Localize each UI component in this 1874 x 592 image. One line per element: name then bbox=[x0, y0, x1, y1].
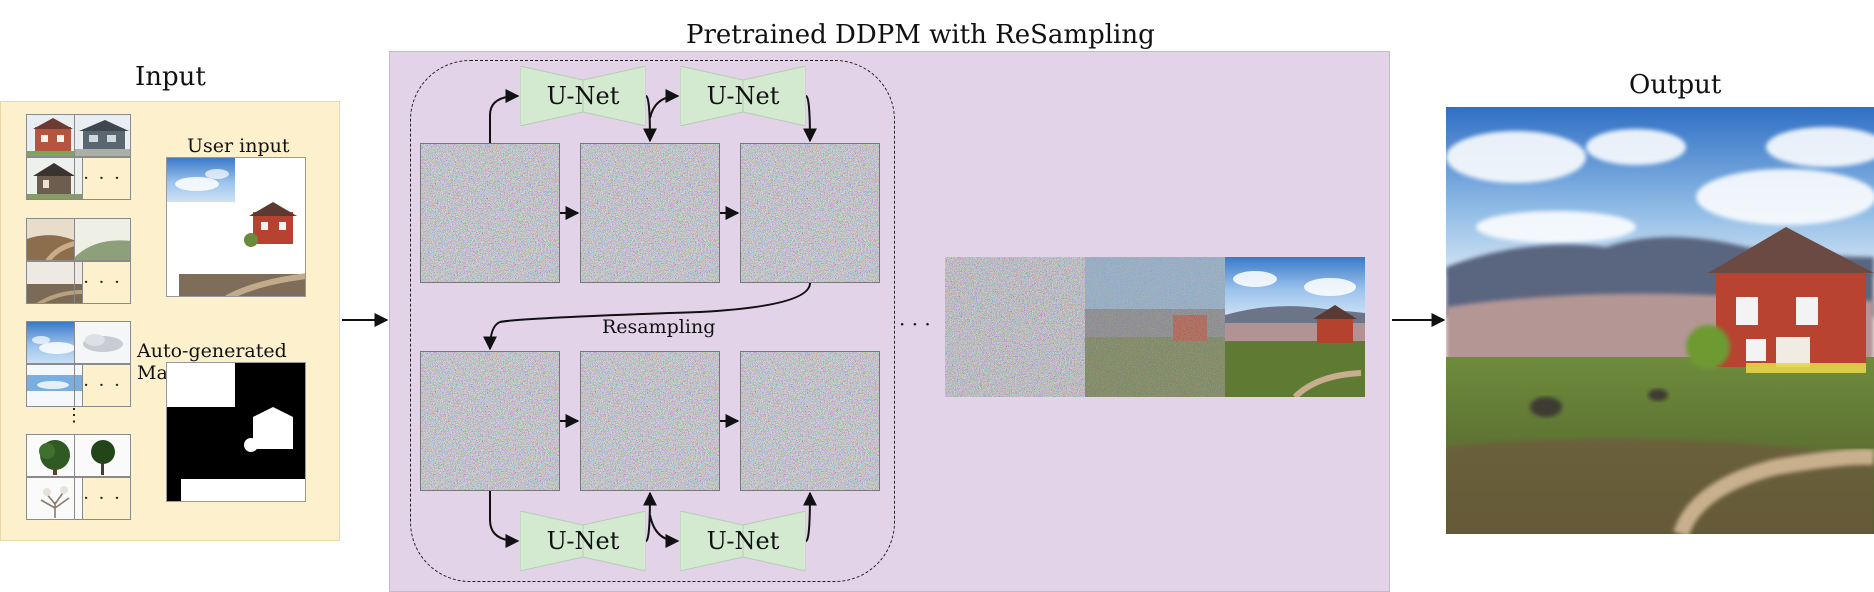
unet-top-1-label: U-Net bbox=[546, 82, 620, 110]
gallery-sky-more: · · · bbox=[74, 364, 131, 407]
unet-top-2-label: U-Net bbox=[706, 82, 780, 110]
arrow-unet1-to-tile2 bbox=[642, 95, 657, 143]
arrow-resampling bbox=[483, 282, 811, 351]
noise-tile-bottom-1 bbox=[420, 351, 560, 491]
gallery-tree-3 bbox=[26, 477, 83, 520]
gallery-house-1 bbox=[26, 114, 83, 157]
gallery-sky-1 bbox=[26, 321, 83, 364]
auto-mask-image bbox=[166, 362, 306, 502]
noise-tile-top-1 bbox=[420, 143, 560, 283]
noise-tile-bottom-3 bbox=[740, 351, 880, 491]
output-title: Output bbox=[1629, 70, 1722, 100]
gallery-vertical-ellipsis: ⋮ bbox=[65, 405, 83, 426]
gallery-road-more: · · · bbox=[74, 261, 131, 304]
user-input-image bbox=[166, 157, 306, 297]
gallery-house-3 bbox=[26, 157, 83, 200]
unet-top-1: U-Net bbox=[519, 65, 647, 127]
gallery-tree-1 bbox=[26, 434, 83, 477]
arrow-btile1-to-bunet1 bbox=[489, 491, 520, 548]
gallery-tree-more: · · · bbox=[74, 477, 131, 520]
arrow-tile1-to-unet1 bbox=[489, 89, 520, 143]
noise-tile-top-3 bbox=[740, 143, 880, 283]
progress-ellipsis: · · · bbox=[899, 312, 931, 336]
output-image bbox=[1446, 107, 1874, 534]
ddpm-title: Pretrained DDPM with ReSampling bbox=[686, 20, 1155, 50]
noise-tile-top-2 bbox=[580, 143, 720, 283]
input-panel: · · · · · · · · · ⋮ · · · User input bbox=[0, 101, 340, 541]
arrow-bunet2-to-btile3 bbox=[802, 491, 817, 542]
unet-bottom-2-label: U-Net bbox=[706, 527, 780, 555]
user-input-label: User input bbox=[187, 135, 290, 157]
denoise-frame-1 bbox=[945, 257, 1085, 397]
arrow-tile2-to-unet2 bbox=[649, 89, 680, 119]
gallery-road-3 bbox=[26, 261, 83, 304]
unet-bottom-1-label: U-Net bbox=[546, 527, 620, 555]
resampling-label: Resampling bbox=[602, 316, 716, 338]
denoise-strip bbox=[945, 257, 1365, 397]
arrow-input-to-ddpm bbox=[342, 313, 389, 327]
gallery-tree-2 bbox=[74, 434, 131, 477]
arrow-bunet1-to-btile2 bbox=[642, 491, 657, 542]
unet-bottom-1: U-Net bbox=[519, 510, 647, 572]
gallery-sky-2 bbox=[74, 321, 131, 364]
gallery-road-2 bbox=[74, 218, 131, 261]
resampling-loop-frame bbox=[410, 60, 895, 582]
gallery-house-2 bbox=[74, 114, 131, 157]
gallery-house-more: · · · bbox=[74, 157, 131, 200]
arrow-btile2-to-bunet2 bbox=[649, 514, 680, 548]
unet-top-2: U-Net bbox=[679, 65, 807, 127]
gallery-sky-3 bbox=[26, 364, 83, 407]
noise-tile-bottom-2 bbox=[580, 351, 720, 491]
arrow-unet2-to-tile3 bbox=[802, 95, 817, 143]
input-title: Input bbox=[135, 62, 206, 92]
denoise-frame-3 bbox=[1225, 257, 1365, 397]
denoise-frame-2 bbox=[1085, 257, 1225, 397]
